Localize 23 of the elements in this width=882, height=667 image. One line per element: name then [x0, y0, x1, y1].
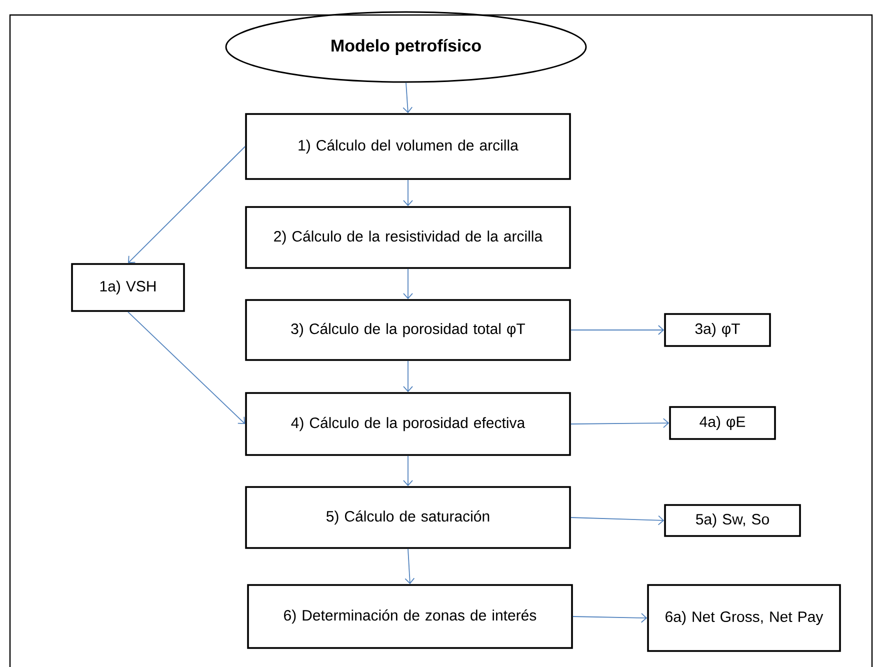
- arrow: [403, 179, 413, 206]
- arrow: [128, 146, 246, 264]
- process-box: 4) Cálculo de la porosidad efectiva: [245, 392, 571, 456]
- arrow: [572, 612, 648, 623]
- arrow: [570, 515, 664, 526]
- arrow: [570, 325, 664, 335]
- arrow: [402, 82, 413, 114]
- arrow: [403, 455, 413, 486]
- arrow: [404, 548, 415, 584]
- process-box: 1) Cálculo del volumen de arcilla: [245, 113, 571, 180]
- process-box: 5a) Sw, So: [664, 504, 801, 537]
- process-box: 5) Cálculo de saturación: [245, 486, 571, 549]
- process-box: 6a) Net Gross, Net Pay: [647, 584, 841, 652]
- process-box: 3) Cálculo de la porosidad total φT: [245, 299, 571, 361]
- process-box: 1a) VSH: [71, 263, 185, 312]
- process-box: 2) Cálculo de la resistividad de la arcilla: [245, 206, 571, 269]
- arrow: [403, 360, 413, 392]
- process-box: 4a) φE: [669, 406, 776, 440]
- process-box: 6) Determinación de zonas de interés: [247, 584, 573, 649]
- arrow: [128, 311, 246, 424]
- process-box: 3a) φT: [664, 313, 771, 347]
- arrow: [403, 268, 413, 300]
- arrow: [570, 418, 670, 428]
